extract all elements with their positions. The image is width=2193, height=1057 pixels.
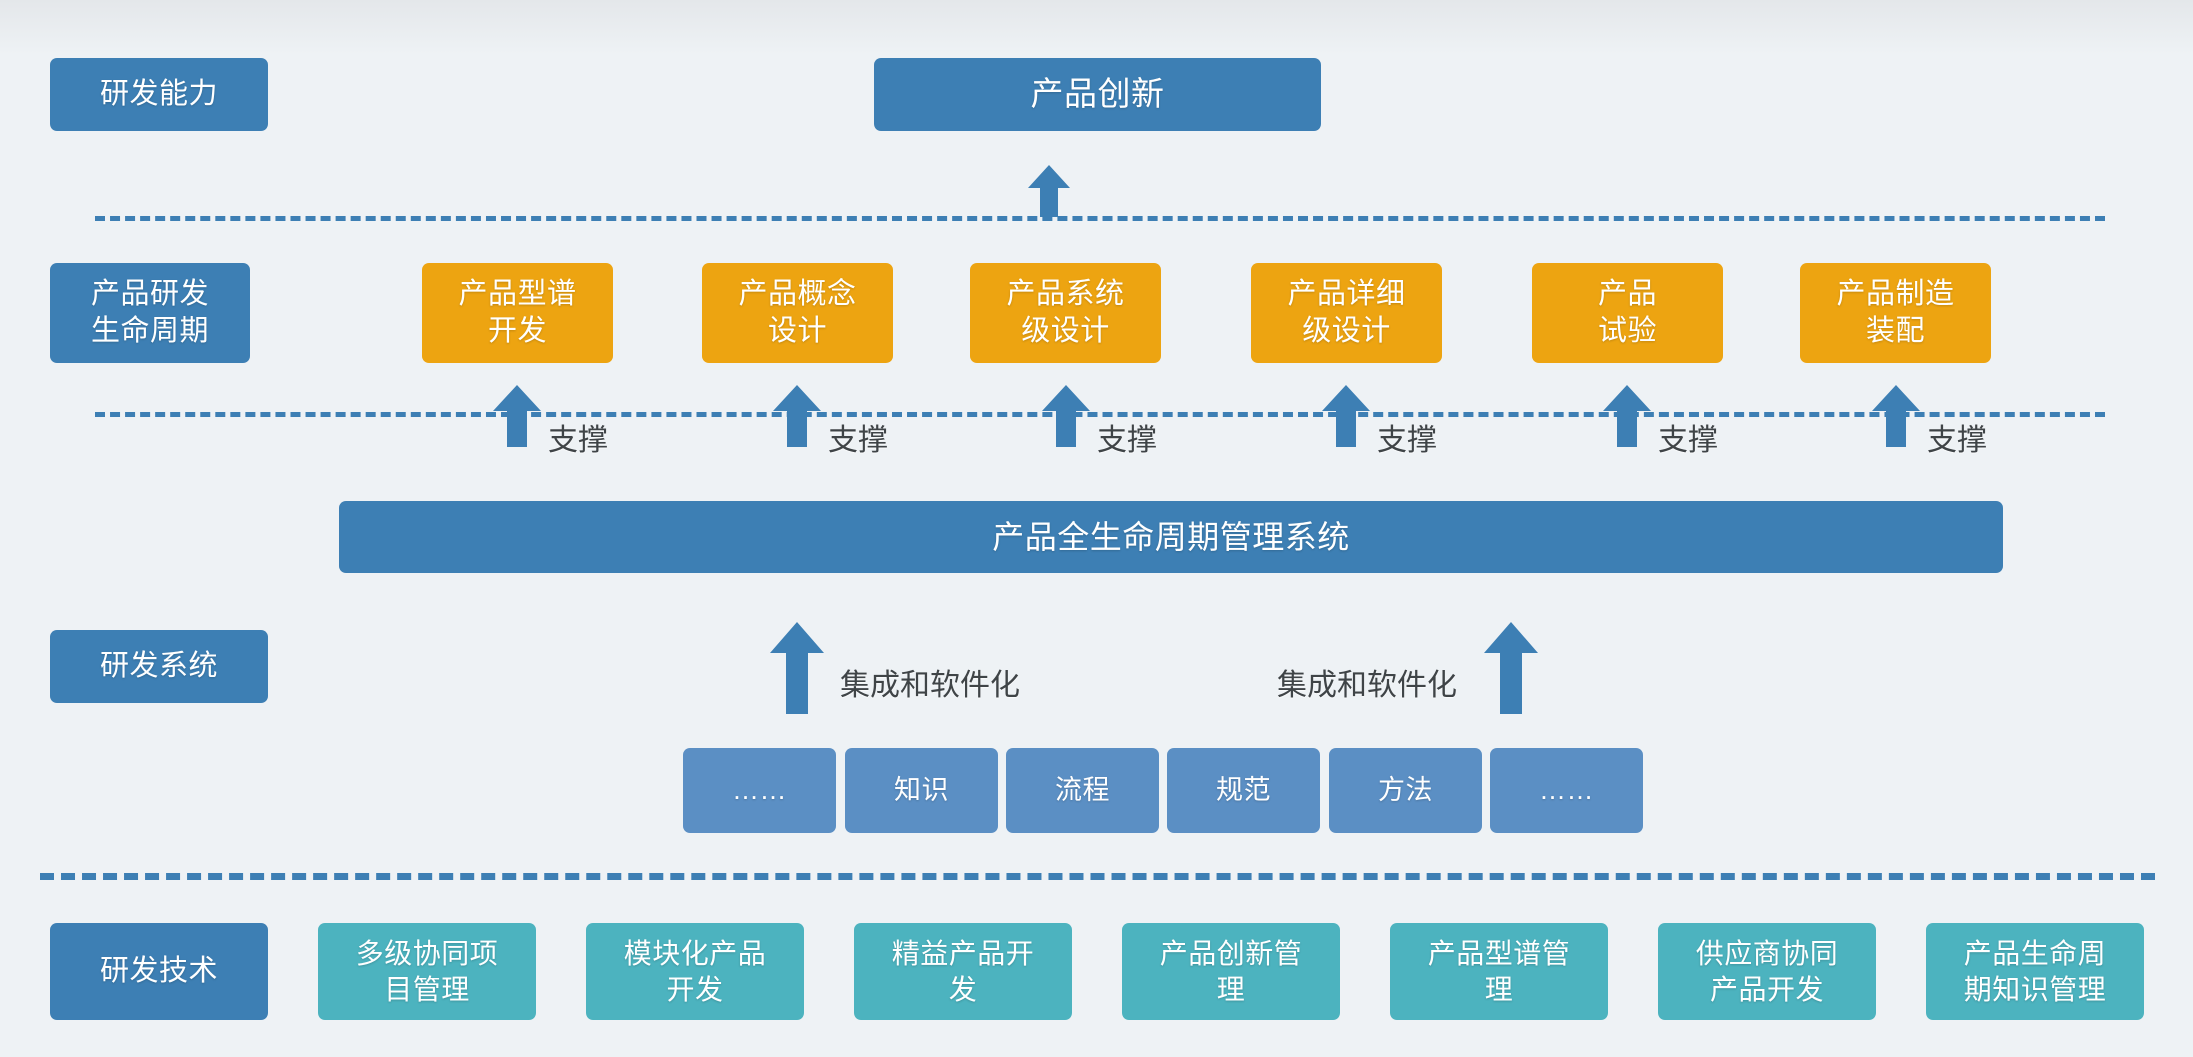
integration-label-right: 集成和软件化 — [1277, 669, 1457, 702]
stage-box-5[interactable]: 产品制造 装配 — [1800, 263, 1991, 363]
integration-arrow-left — [770, 622, 824, 714]
support-label-4: 支撑 — [1658, 424, 1718, 457]
technology-box-1[interactable]: 模块化产品 开发 — [586, 923, 804, 1020]
stage-box-4[interactable]: 产品 试验 — [1532, 263, 1723, 363]
dashed-separator-bottom — [40, 873, 2155, 880]
asset-box-3[interactable]: 规范 — [1167, 748, 1320, 833]
dashed-separator-top — [95, 216, 2105, 221]
technology-box-5[interactable]: 供应商协同 产品开发 — [1658, 923, 1876, 1020]
stage-box-3[interactable]: 产品详细 级设计 — [1251, 263, 1442, 363]
support-arrow-0 — [493, 385, 541, 447]
support-label-1: 支撑 — [828, 424, 888, 457]
asset-box-2[interactable]: 流程 — [1006, 748, 1159, 833]
asset-box-5[interactable]: …… — [1490, 748, 1643, 833]
row-label-technology[interactable]: 研发技术 — [50, 923, 268, 1020]
technology-box-4[interactable]: 产品型谱管 理 — [1390, 923, 1608, 1020]
technology-box-3[interactable]: 产品创新管 理 — [1122, 923, 1340, 1020]
dashed-separator-middle — [95, 412, 2105, 417]
integration-arrow-right — [1484, 622, 1538, 714]
row-label-system[interactable]: 研发系统 — [50, 630, 268, 703]
asset-box-1[interactable]: 知识 — [845, 748, 998, 833]
row-label-capability[interactable]: 研发能力 — [50, 58, 268, 131]
technology-box-0[interactable]: 多级协同项 目管理 — [318, 923, 536, 1020]
integration-label-left: 集成和软件化 — [840, 669, 1020, 702]
support-arrow-1 — [773, 385, 821, 447]
row-label-lifecycle[interactable]: 产品研发 生命周期 — [50, 263, 250, 363]
technology-box-2[interactable]: 精益产品开 发 — [854, 923, 1072, 1020]
product-innovation-box[interactable]: 产品创新 — [874, 58, 1321, 131]
stage-box-2[interactable]: 产品系统 级设计 — [970, 263, 1161, 363]
support-label-0: 支撑 — [548, 424, 608, 457]
stage-box-0[interactable]: 产品型谱 开发 — [422, 263, 613, 363]
plm-system-bar[interactable]: 产品全生命周期管理系统 — [339, 501, 2003, 573]
support-label-5: 支撑 — [1927, 424, 1987, 457]
support-arrow-3 — [1322, 385, 1370, 447]
asset-box-0[interactable]: …… — [683, 748, 836, 833]
asset-box-4[interactable]: 方法 — [1329, 748, 1482, 833]
support-arrow-4 — [1603, 385, 1651, 447]
support-arrow-2 — [1042, 385, 1090, 447]
stage-box-1[interactable]: 产品概念 设计 — [702, 263, 893, 363]
technology-box-6[interactable]: 产品生命周 期知识管理 — [1926, 923, 2144, 1020]
arrow-up-to-product-innovation — [1028, 165, 1070, 217]
support-label-3: 支撑 — [1377, 424, 1437, 457]
support-arrow-5 — [1872, 385, 1920, 447]
support-label-2: 支撑 — [1097, 424, 1157, 457]
